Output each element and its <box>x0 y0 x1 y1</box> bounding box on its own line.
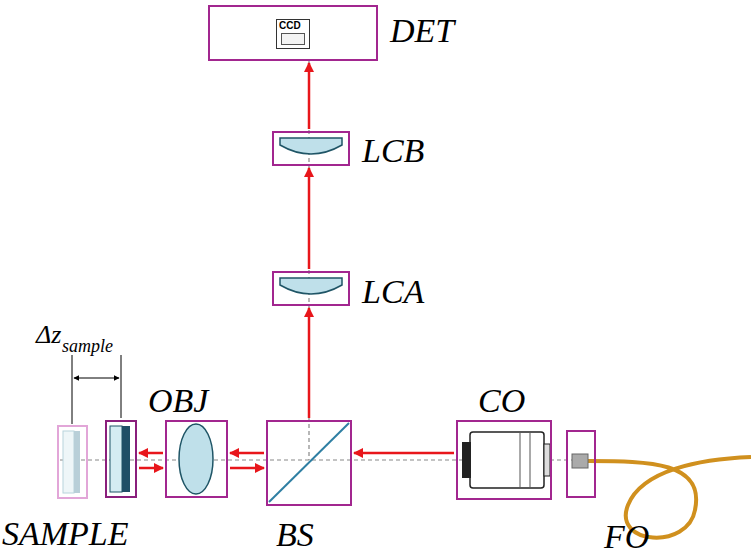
collimator-body <box>470 432 544 488</box>
sample-layer <box>122 426 130 492</box>
light-path-arrow <box>308 63 311 129</box>
lens-box: LCB <box>272 131 350 166</box>
cylindrical-lens <box>280 138 342 154</box>
dimension-subscript: sample <box>62 337 113 355</box>
ccd-sensor: CCD <box>276 19 310 49</box>
collimator-box: CO <box>456 420 552 500</box>
displaced-sample-frame <box>58 426 87 498</box>
light-path-arrow <box>308 308 311 418</box>
light-path-arrow <box>308 168 311 269</box>
dimension-arrow <box>74 378 119 379</box>
collimator-front <box>462 442 471 478</box>
component-label: SAMPLE <box>2 517 129 551</box>
ccd-pixel-area <box>281 33 305 45</box>
component-label: LCB <box>362 134 424 168</box>
collimator-ring <box>520 433 521 487</box>
collimator-ring <box>530 433 531 487</box>
dimension-line <box>72 355 73 424</box>
component-label: LCA <box>362 275 424 309</box>
sensor-label: CCD <box>279 21 301 31</box>
displaced-sample-slide <box>63 431 74 493</box>
detector-box: DETCCD <box>208 5 378 61</box>
objective-box: OBJ <box>165 420 228 498</box>
dimension-line <box>121 355 122 418</box>
beam-splitter-surface <box>269 423 349 502</box>
component-label: CO <box>478 384 525 418</box>
collimator-thread <box>544 444 550 476</box>
cylindrical-lens <box>280 278 342 294</box>
fiber-box: FO <box>566 430 596 498</box>
light-path-arrow <box>354 452 454 455</box>
light-path-arrow <box>230 467 264 470</box>
component-label: OBJ <box>148 384 208 418</box>
optical-axis <box>308 60 309 460</box>
objective-lens <box>179 424 213 494</box>
fiber-connector <box>572 454 588 468</box>
light-path-arrow <box>139 467 163 470</box>
sample-slide <box>110 426 122 492</box>
lens-box: LCA <box>272 271 350 306</box>
beam-splitter-box: BS <box>266 420 352 506</box>
light-path-arrow <box>139 452 163 455</box>
component-label: BS <box>276 518 314 552</box>
sample-box: SAMPLE <box>105 420 137 498</box>
component-label: DET <box>390 14 454 48</box>
component-label: FO <box>604 520 649 554</box>
displaced-sample-layer <box>74 431 80 493</box>
dimension-label: Δz <box>36 322 61 348</box>
light-path-arrow <box>230 452 264 455</box>
